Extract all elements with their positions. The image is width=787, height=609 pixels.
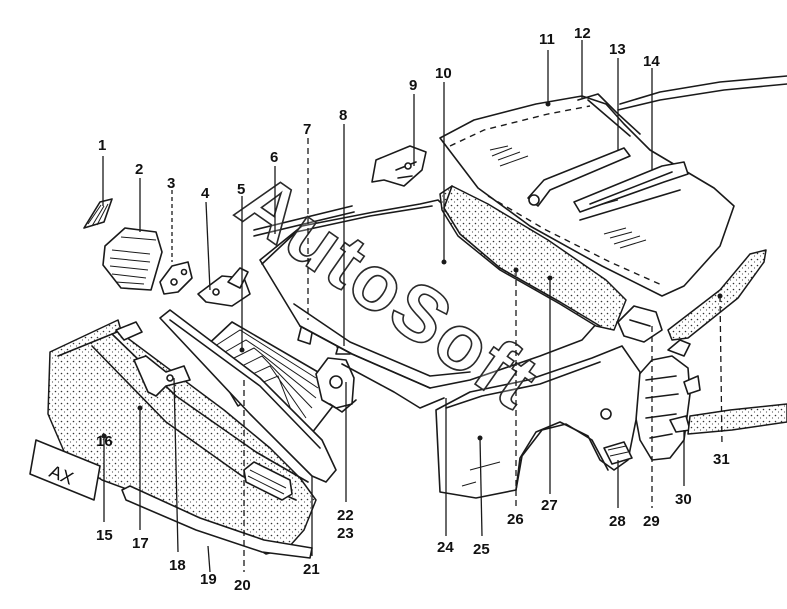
part-30-inner-wing-panel: [633, 339, 701, 461]
part-21-fog-lamp: [243, 461, 293, 501]
label-26: 26: [507, 511, 524, 528]
part-31-sill-trim: [667, 249, 767, 341]
part-13-wiper-arm: [527, 147, 631, 207]
label-7: 7: [303, 121, 311, 138]
part-12-windscreen-moulding: [577, 93, 641, 135]
label-28: 28: [609, 513, 626, 530]
part-14-wiper-blade: [573, 161, 689, 213]
part-24-25-front-wing: [435, 345, 641, 499]
part-9-hood-hinge: [371, 145, 427, 187]
label-23: 23: [337, 525, 354, 542]
part-1-side-lamp: [83, 198, 113, 229]
part-18-bumper-bracket: [133, 355, 191, 397]
label-24: 24: [437, 539, 454, 556]
part-26-27-scuttle-panel: [439, 185, 627, 331]
label-6: 6: [270, 149, 278, 166]
label-31: 31: [713, 451, 730, 468]
label-17: 17: [132, 535, 149, 552]
part-22-23-bonnet-lock: [315, 357, 357, 413]
part-19-front-spoiler: [121, 485, 313, 559]
label-4: 4: [201, 185, 210, 202]
part-3-headlamp-bracket: [159, 261, 193, 295]
label-27: 27: [541, 497, 558, 514]
label-30: 30: [675, 491, 692, 508]
label-22: 22: [337, 507, 354, 524]
part-4-hood-lock: [197, 267, 251, 307]
label-9: 9: [409, 77, 417, 94]
label-14: 14: [643, 53, 660, 70]
label-13: 13: [609, 41, 626, 58]
label-10: 10: [435, 65, 452, 82]
part-31-sill-strip: [687, 403, 787, 435]
leader-dots: [101, 101, 723, 441]
label-21: 21: [303, 561, 320, 578]
part-29-vent-cover: [617, 305, 663, 343]
label-19: 19: [200, 571, 217, 588]
label-2: 2: [135, 161, 143, 178]
label-1: 1: [98, 137, 106, 154]
part-20-lower-grille-strip: [159, 309, 337, 483]
label-29: 29: [643, 513, 660, 530]
label-5: 5: [237, 181, 245, 198]
roof-edge: [617, 75, 787, 111]
label-11: 11: [539, 31, 555, 48]
label-25: 25: [473, 541, 490, 558]
part-2-headlamp: [102, 227, 163, 291]
part-28-side-repeater: [603, 441, 633, 465]
label-16: 16: [96, 433, 113, 450]
part-6-hood-stay-rod: [253, 205, 355, 237]
label-12: 12: [574, 25, 591, 42]
label-3: 3: [167, 175, 175, 192]
label-18: 18: [169, 557, 186, 574]
label-15: 15: [96, 527, 113, 544]
label-8: 8: [339, 107, 347, 124]
part-number-labels: 1 2 3 4 5 6 7 8 9 10 11 12 13 14 15 16 1…: [96, 25, 730, 594]
label-20: 20: [234, 577, 251, 594]
leader-lines: [102, 40, 723, 573]
